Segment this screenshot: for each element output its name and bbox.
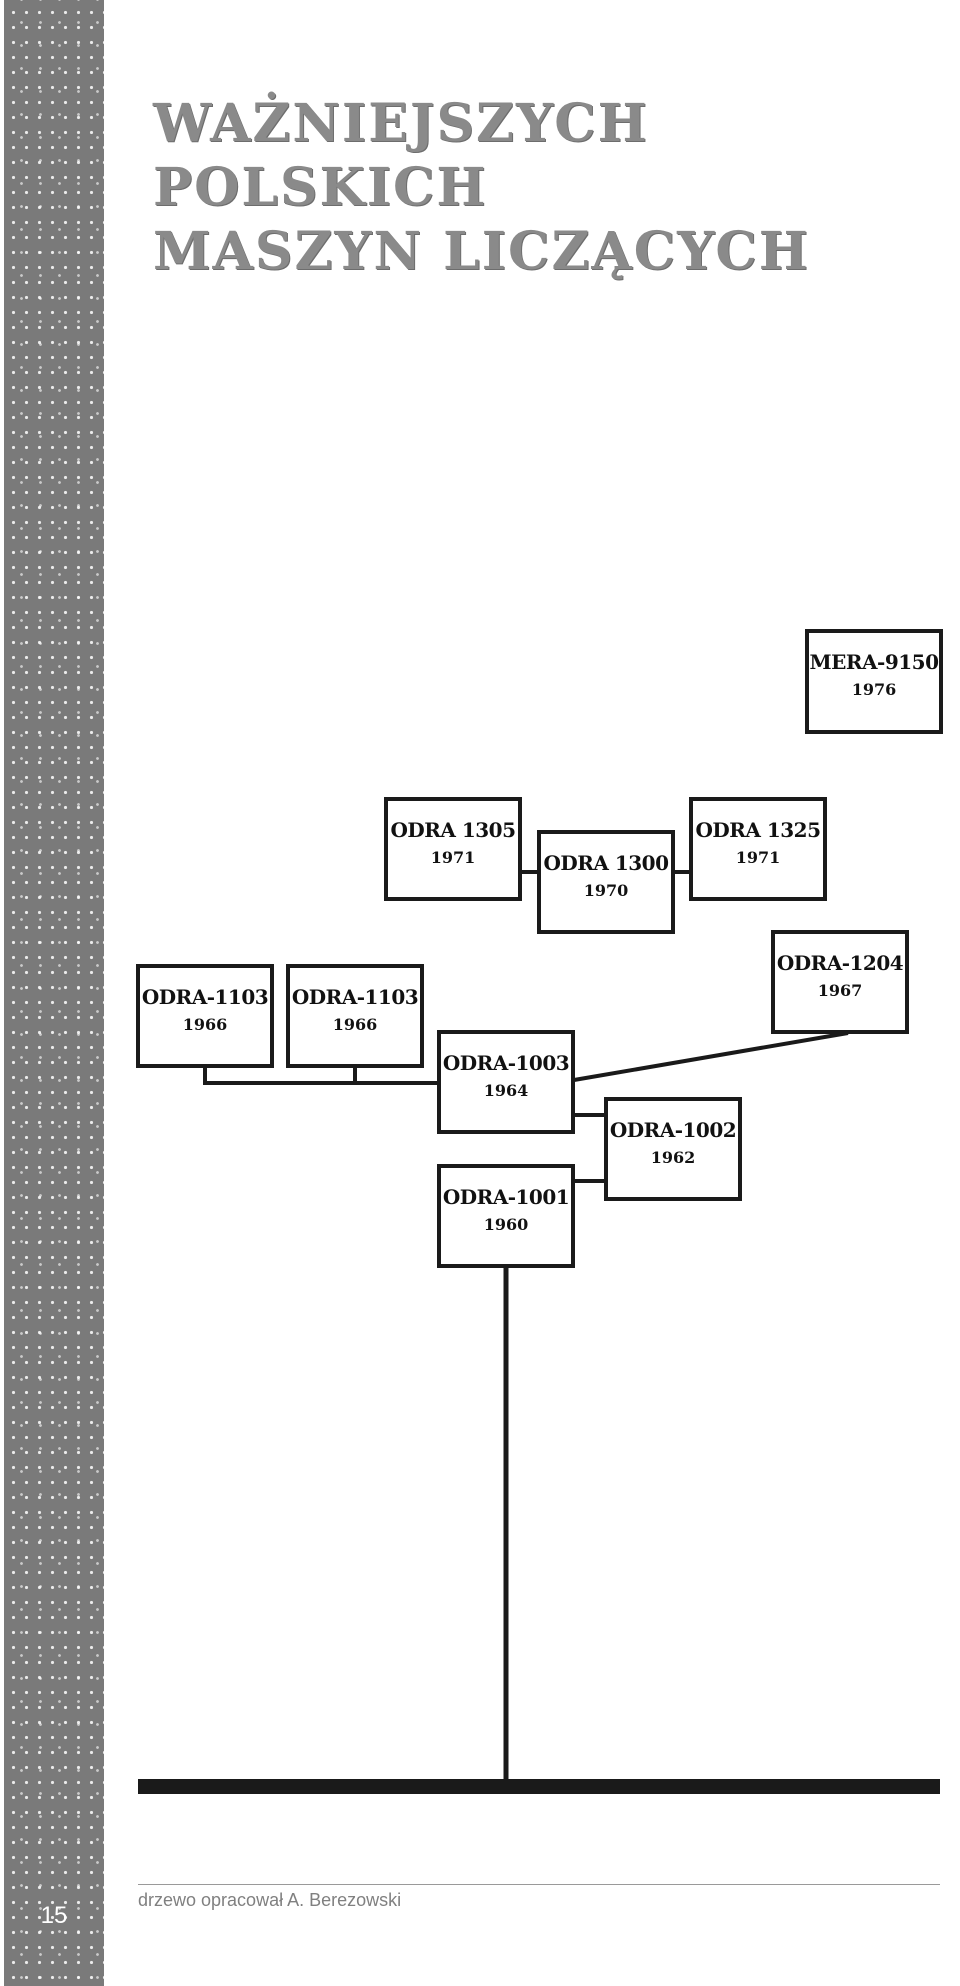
connector-1003-1204 bbox=[573, 1031, 849, 1082]
node-name: ODRA 1325 bbox=[695, 818, 821, 842]
node-year: 1976 bbox=[851, 680, 897, 699]
node-mera-9150: MERA-9150 1976 bbox=[805, 629, 943, 734]
node-name: ODRA-1002 bbox=[609, 1118, 737, 1142]
node-name: ODRA-1204 bbox=[776, 951, 904, 975]
node-name: ODRA 1305 bbox=[390, 818, 516, 842]
node-odra-1204: ODRA-1204 1967 bbox=[771, 930, 909, 1034]
dotted-sidebar bbox=[4, 0, 104, 1986]
node-name: ODRA-1103 bbox=[291, 985, 419, 1009]
title-line-2: MASZYN LICZĄCYCH bbox=[153, 221, 810, 282]
node-odra-1002: ODRA-1002 1962 bbox=[604, 1097, 742, 1201]
node-year: 1971 bbox=[430, 848, 476, 867]
page-title: WAŻNIEJSZYCH POLSKICH MASZYN LICZĄCYCH bbox=[153, 92, 960, 284]
node-year: 1960 bbox=[483, 1215, 529, 1234]
ground-bar bbox=[138, 1779, 940, 1794]
node-year: 1966 bbox=[332, 1015, 378, 1034]
node-odra-1325: ODRA 1325 1971 bbox=[689, 797, 827, 901]
node-year: 1962 bbox=[650, 1148, 696, 1167]
node-odra-1001: ODRA-1001 1960 bbox=[437, 1164, 575, 1268]
node-odra-1003: ODRA-1003 1964 bbox=[437, 1030, 575, 1134]
node-year: 1971 bbox=[735, 848, 781, 867]
node-name: ODRA-1001 bbox=[442, 1185, 570, 1209]
node-odra-1103-left: ODRA-1103 1966 bbox=[136, 964, 274, 1068]
node-odra-1305: ODRA 1305 1971 bbox=[384, 797, 522, 901]
node-odra-1300: ODRA 1300 1970 bbox=[537, 830, 675, 934]
node-name: ODRA-1103 bbox=[141, 985, 269, 1009]
page-number: 15 bbox=[40, 1902, 68, 1929]
node-name: MERA-9150 bbox=[809, 650, 940, 674]
node-year: 1970 bbox=[583, 881, 629, 900]
node-name: ODRA-1003 bbox=[442, 1051, 570, 1075]
node-year: 1966 bbox=[182, 1015, 228, 1034]
node-year: 1967 bbox=[817, 981, 863, 1000]
node-year: 1964 bbox=[483, 1081, 529, 1100]
node-odra-1103-right: ODRA-1103 1966 bbox=[286, 964, 424, 1068]
footer-credit: drzewo opracował A. Berezowski bbox=[138, 1890, 402, 1910]
footer-divider bbox=[138, 1884, 940, 1885]
title-line-1: WAŻNIEJSZYCH POLSKICH bbox=[153, 93, 649, 218]
node-name: ODRA 1300 bbox=[543, 851, 669, 875]
